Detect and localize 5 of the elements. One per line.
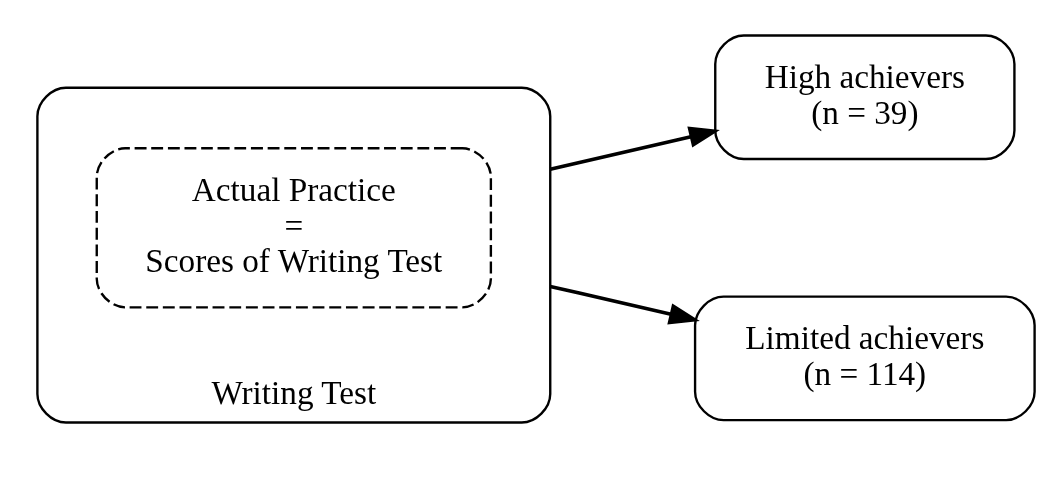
arrow [549,284,700,325]
node-box: Limited achievers (n = 114) [693,295,1036,422]
node-box: Actual Practice = Scores of Writing Test [95,147,493,309]
node-box: High achievers (n = 39) [714,34,1016,161]
arrow [549,126,720,171]
